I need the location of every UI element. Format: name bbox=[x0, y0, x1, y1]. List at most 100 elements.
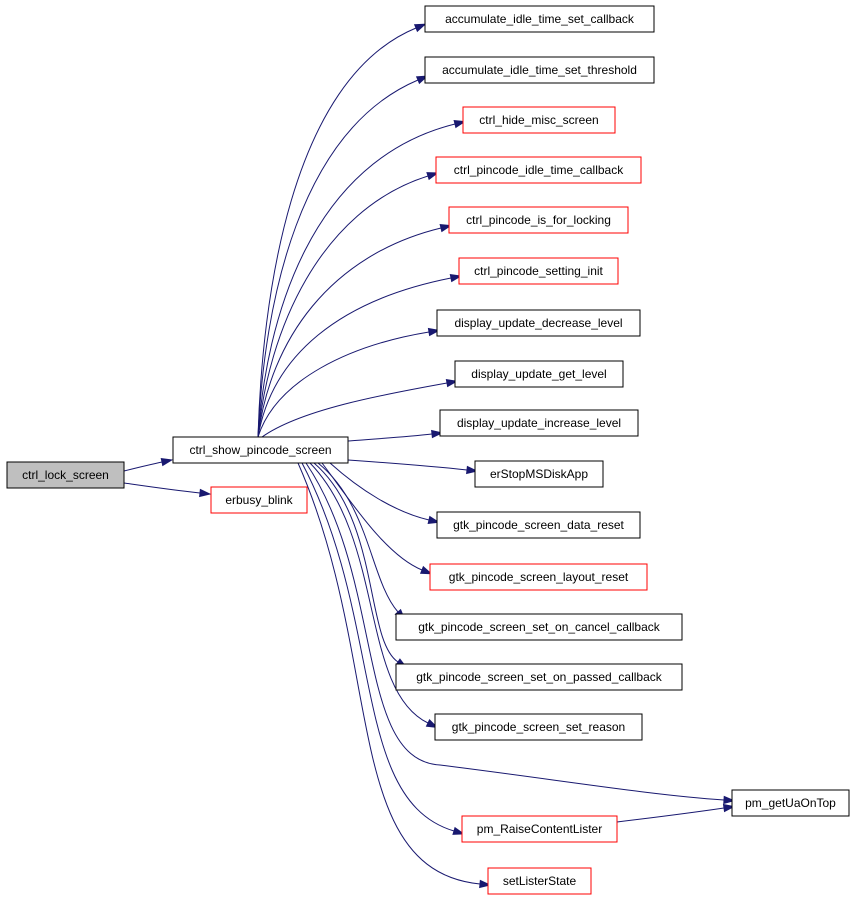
node-box[interactable] bbox=[448, 206, 629, 234]
edge-line bbox=[317, 462, 399, 613]
node-ctrl_pincode_idle_time_callback[interactable]: ctrl_pincode_idle_time_callback bbox=[435, 156, 642, 184]
edge-ctrl_show_pincode_screen-to-ctrl_pincode_idle_time_callback bbox=[257, 172, 439, 438]
node-gtk_pincode_screen_layout_reset[interactable]: gtk_pincode_screen_layout_reset bbox=[429, 563, 648, 591]
edge-line bbox=[297, 462, 481, 885]
edge-ctrl_show_pincode_screen-to-pm_RaiseContentLister bbox=[301, 462, 466, 835]
edge-line bbox=[321, 462, 423, 571]
node-box[interactable] bbox=[436, 309, 641, 337]
node-box[interactable] bbox=[458, 257, 619, 285]
node-label: gtk_pincode_screen_set_on_passed_callbac… bbox=[416, 670, 663, 684]
node-display_update_get_level[interactable]: display_update_get_level bbox=[454, 360, 624, 388]
node-label: display_update_decrease_level bbox=[454, 316, 622, 330]
node-label: ctrl_pincode_setting_init bbox=[474, 264, 603, 278]
edge-arrowhead bbox=[723, 795, 736, 805]
node-box[interactable] bbox=[424, 5, 655, 33]
edge-line bbox=[301, 462, 455, 832]
edge-arrowhead bbox=[439, 224, 453, 233]
node-label: accumulate_idle_time_set_threshold bbox=[442, 63, 637, 77]
node-pm_RaiseContentLister[interactable]: pm_RaiseContentLister bbox=[461, 815, 618, 843]
node-box[interactable] bbox=[424, 56, 655, 84]
edge-ctrl_show_pincode_screen-to-gtk_pincode_screen_set_reason bbox=[309, 462, 439, 729]
node-box[interactable] bbox=[454, 360, 624, 388]
node-display_update_increase_level[interactable]: display_update_increase_level bbox=[439, 409, 639, 437]
edge-line bbox=[257, 331, 430, 438]
node-box[interactable] bbox=[6, 461, 125, 489]
node-accumulate_idle_time_set_callback[interactable]: accumulate_idle_time_set_callback bbox=[424, 5, 655, 33]
node-display_update_decrease_level[interactable]: display_update_decrease_level bbox=[436, 309, 641, 337]
node-box[interactable] bbox=[434, 713, 643, 741]
edge-ctrl_show_pincode_screen-to-pm_getUaOnTop bbox=[305, 462, 736, 805]
node-box[interactable] bbox=[429, 563, 648, 591]
edge-line bbox=[257, 123, 456, 438]
node-label: ctrl_lock_screen bbox=[22, 468, 109, 482]
edge-ctrl_show_pincode_screen-to-gtk_pincode_screen_layout_reset bbox=[321, 462, 433, 575]
node-gtk_pincode_screen_set_on_passed_callback[interactable]: gtk_pincode_screen_set_on_passed_callbac… bbox=[395, 663, 683, 691]
edge-line bbox=[257, 27, 417, 438]
node-box[interactable] bbox=[172, 436, 349, 464]
edge-ctrl_show_pincode_screen-to-ctrl_pincode_is_for_locking bbox=[257, 224, 453, 438]
node-gtk_pincode_screen_set_on_cancel_callback[interactable]: gtk_pincode_screen_set_on_cancel_callbac… bbox=[395, 613, 683, 641]
edge-line bbox=[257, 277, 452, 438]
edge-line bbox=[261, 382, 448, 438]
edge-arrowhead bbox=[413, 23, 427, 33]
edge-arrowhead bbox=[479, 879, 492, 889]
node-ctrl_pincode_is_for_locking[interactable]: ctrl_pincode_is_for_locking bbox=[448, 206, 629, 234]
node-label: erStopMSDiskApp bbox=[490, 467, 588, 481]
edge-line bbox=[257, 227, 442, 438]
edge-arrowhead bbox=[722, 803, 736, 813]
node-setListerState[interactable]: setListerState bbox=[487, 867, 592, 895]
edge-line bbox=[347, 459, 468, 471]
edges-layer bbox=[123, 23, 736, 889]
edge-ctrl_lock_screen-to-erbusy_blink bbox=[123, 482, 212, 498]
node-label: ctrl_pincode_idle_time_callback bbox=[454, 163, 624, 177]
node-box[interactable] bbox=[474, 460, 604, 488]
node-accumulate_idle_time_set_threshold[interactable]: accumulate_idle_time_set_threshold bbox=[424, 56, 655, 84]
node-box[interactable] bbox=[439, 409, 639, 437]
edge-arrowhead bbox=[466, 465, 479, 475]
node-box[interactable] bbox=[461, 815, 618, 843]
node-box[interactable] bbox=[436, 511, 641, 539]
node-label: accumulate_idle_time_set_callback bbox=[445, 12, 635, 26]
node-pm_getUaOnTop[interactable]: pm_getUaOnTop bbox=[731, 789, 850, 817]
edge-line bbox=[616, 807, 725, 823]
edge-ctrl_show_pincode_screen-to-ctrl_hide_misc_screen bbox=[257, 120, 467, 438]
node-label: erbusy_blink bbox=[225, 493, 293, 507]
edge-arrowhead bbox=[199, 488, 212, 498]
node-box[interactable] bbox=[731, 789, 850, 817]
node-ctrl_pincode_setting_init[interactable]: ctrl_pincode_setting_init bbox=[458, 257, 619, 285]
node-ctrl_lock_screen[interactable]: ctrl_lock_screen bbox=[6, 461, 125, 489]
node-ctrl_hide_misc_screen[interactable]: ctrl_hide_misc_screen bbox=[462, 106, 616, 134]
node-label: gtk_pincode_screen_set_on_cancel_callbac… bbox=[418, 620, 661, 634]
node-box[interactable] bbox=[435, 156, 642, 184]
node-label: ctrl_pincode_is_for_locking bbox=[466, 213, 611, 227]
edge-arrowhead bbox=[427, 327, 441, 337]
node-ctrl_show_pincode_screen[interactable]: ctrl_show_pincode_screen bbox=[172, 436, 349, 464]
node-box[interactable] bbox=[487, 867, 592, 895]
nodes-layer: ctrl_lock_screen ctrl_show_pincode_screen… bbox=[6, 5, 850, 895]
edge-ctrl_show_pincode_screen-to-erStopMSDiskApp bbox=[347, 459, 479, 475]
node-label: ctrl_hide_misc_screen bbox=[479, 113, 598, 127]
node-erbusy_blink[interactable]: erbusy_blink bbox=[210, 486, 308, 514]
edge-ctrl_show_pincode_screen-to-gtk_pincode_screen_data_reset bbox=[329, 462, 441, 524]
node-label: display_update_get_level bbox=[471, 367, 606, 381]
node-erStopMSDiskApp[interactable]: erStopMSDiskApp bbox=[474, 460, 604, 488]
edge-arrowhead bbox=[453, 120, 467, 129]
node-box[interactable] bbox=[462, 106, 616, 134]
node-box[interactable] bbox=[395, 613, 683, 641]
edge-arrowhead bbox=[160, 457, 174, 467]
edge-line bbox=[329, 462, 430, 521]
node-box[interactable] bbox=[395, 663, 683, 691]
node-gtk_pincode_screen_set_reason[interactable]: gtk_pincode_screen_set_reason bbox=[434, 713, 643, 741]
node-box[interactable] bbox=[210, 486, 308, 514]
edge-ctrl_show_pincode_screen-to-display_update_get_level bbox=[261, 378, 459, 438]
edge-arrowhead bbox=[452, 826, 466, 835]
edge-ctrl_show_pincode_screen-to-accumulate_idle_time_set_callback bbox=[257, 23, 427, 438]
edge-arrowhead bbox=[431, 429, 444, 439]
node-label: ctrl_show_pincode_screen bbox=[189, 443, 331, 457]
edge-line bbox=[313, 462, 399, 663]
node-label: display_update_increase_level bbox=[457, 416, 621, 430]
edge-ctrl_show_pincode_screen-to-accumulate_idle_time_set_threshold bbox=[257, 75, 429, 438]
edge-ctrl_show_pincode_screen-to-setListerState bbox=[297, 462, 492, 889]
node-gtk_pincode_screen_data_reset[interactable]: gtk_pincode_screen_data_reset bbox=[436, 511, 641, 539]
